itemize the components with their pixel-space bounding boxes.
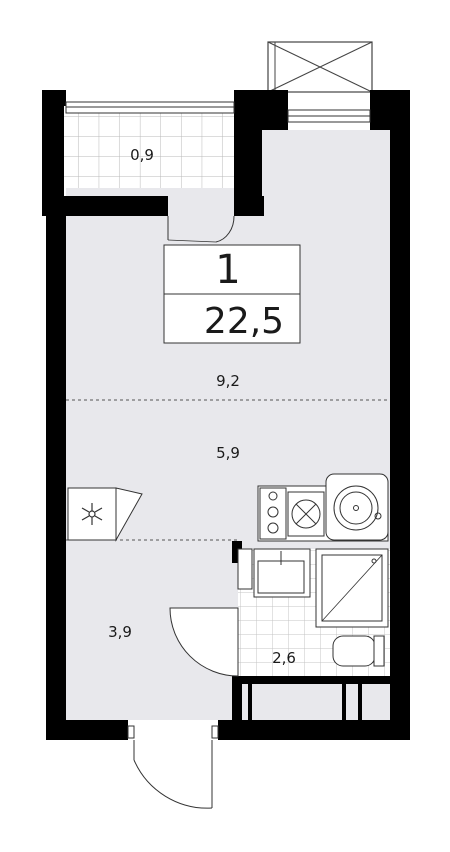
living-area-label: 9,2 <box>216 372 240 390</box>
balcony-area-label: 0,9 <box>130 146 154 164</box>
bathroom-vent-grille <box>248 684 362 720</box>
kitchen-area-label: 5,9 <box>216 444 240 462</box>
balcony-door <box>167 215 235 243</box>
roof-vent-box <box>267 41 373 93</box>
bathroom-cabinet <box>237 548 253 590</box>
washbasin-icon <box>253 548 311 598</box>
fan-icon <box>81 503 103 525</box>
window-top <box>287 109 371 123</box>
hallway-area-label: 3,9 <box>108 623 132 641</box>
balcony-floor <box>56 113 236 188</box>
bathroom-area-label: 2,6 <box>272 649 296 667</box>
window-balcony <box>65 101 235 114</box>
room-count-label: 1 <box>215 247 240 293</box>
bathroom-fixtures <box>237 548 389 667</box>
shower-icon <box>315 548 389 628</box>
total-area-label: 22,5 <box>204 301 284 342</box>
fan-unit <box>67 487 143 542</box>
dishwasher-icon <box>287 491 325 537</box>
stove-icon <box>267 491 279 534</box>
toilet-icon <box>332 635 385 667</box>
kitchen-counter <box>257 473 389 542</box>
entrance-door <box>127 725 219 809</box>
bathroom-door <box>169 607 239 677</box>
walls <box>42 90 410 740</box>
sink-icon <box>325 473 389 541</box>
apartment-info-box: 1 22,5 <box>163 244 301 344</box>
